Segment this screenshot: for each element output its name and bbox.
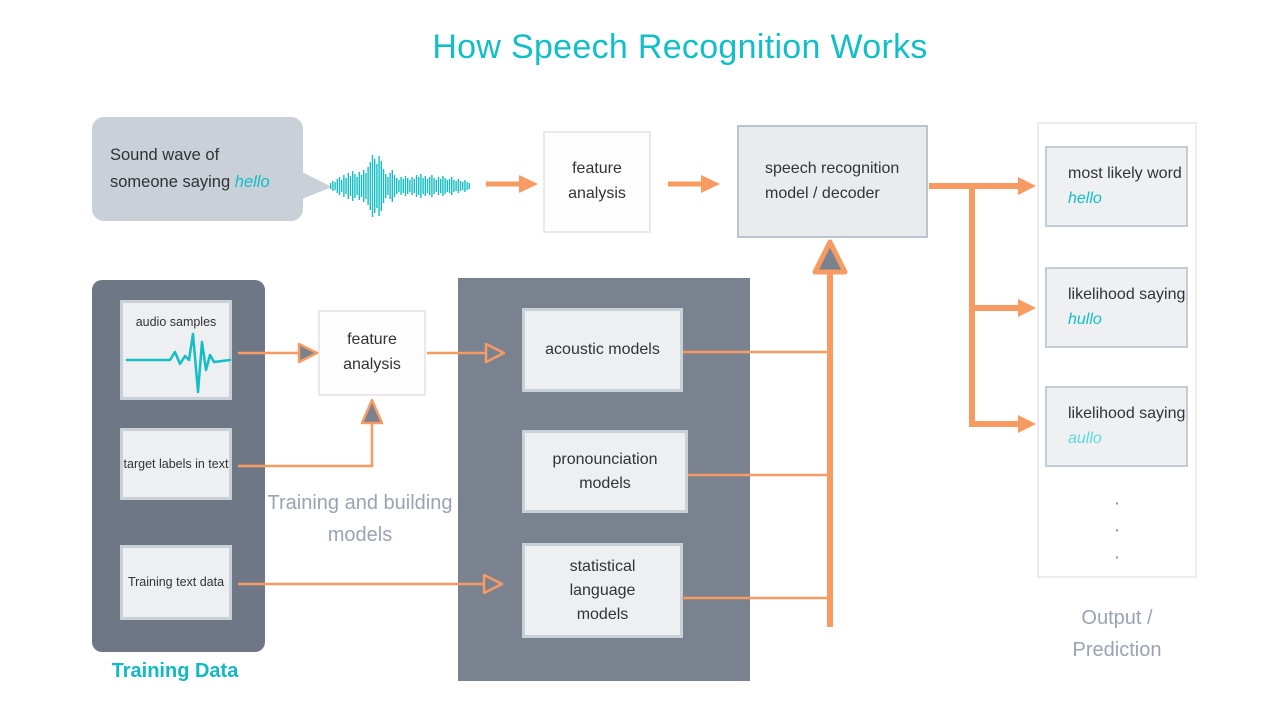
sound-wave-icon (330, 155, 470, 217)
arrow-models-to-decoder (812, 239, 848, 627)
output-prediction-caption: Output / Prediction (1072, 607, 1162, 661)
feature-analysis-box-top: feature analysis (543, 131, 651, 233)
output-word-hullo: hullo (1068, 310, 1102, 328)
decoder-box: speech recognition model / decoder (737, 125, 928, 238)
pronunciation-models-box: pronounciation models (522, 430, 688, 513)
ellipsis-dots: · · · (1113, 492, 1121, 568)
arrow-feature-to-decoder (668, 175, 720, 193)
output-word-aullo: aullo (1068, 429, 1102, 447)
speech-bubble: Sound wave of someone saying hello (92, 117, 303, 221)
output-box-hullo: likelihood saying hullo (1045, 267, 1188, 348)
bubble-word-hello: hello (234, 173, 270, 191)
speech-bubble-tail (302, 172, 332, 199)
output-word-hello: hello (1068, 189, 1102, 207)
arrow-wave-to-feature (486, 175, 538, 193)
arrow-decoder-to-outputs (929, 177, 1036, 433)
output-box-hello: most likely word hello (1045, 146, 1188, 227)
bubble-line2: someone saying hello (110, 173, 270, 191)
page-title: How Speech Recognition Works (432, 28, 928, 66)
feature-analysis-box-middle: feature analysis (318, 310, 426, 396)
acoustic-models-box: acoustic models (522, 308, 683, 392)
target-labels-box: target labels in text (120, 428, 232, 500)
training-data-label: Training Data (111, 660, 239, 682)
audio-samples-box: audio samples (120, 300, 232, 400)
training-text-box: Training text data (120, 545, 232, 620)
bubble-line1: Sound wave of (110, 145, 220, 164)
output-box-aullo: likelihood saying aullo (1045, 386, 1188, 467)
statistical-models-box: statistical language models (522, 543, 683, 638)
training-building-caption: Training and building models (267, 492, 453, 546)
